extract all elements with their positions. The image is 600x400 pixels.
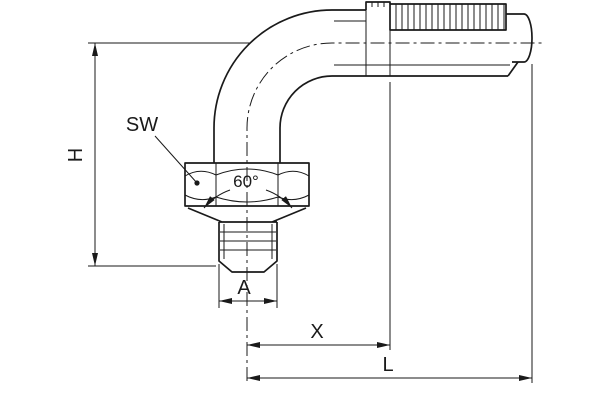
hex-top-chamfer-arcs — [184, 168, 310, 177]
hex-facet-lines — [215, 163, 279, 206]
tail-chamfer — [507, 61, 519, 77]
angle-arc-right — [265, 189, 293, 209]
male-thread-outline — [218, 222, 278, 273]
tube-bore-lines — [334, 20, 510, 66]
label-length-l: L — [382, 354, 393, 376]
label-wrench-sw: SW — [126, 114, 158, 136]
inner-bend-profile — [279, 75, 508, 163]
hex-nut — [184, 162, 310, 207]
dimension-labels: H SW 60° A X L — [65, 114, 394, 376]
collar-notches — [371, 2, 385, 7]
sw-leader-dot — [194, 180, 200, 186]
dimension-lines — [88, 42, 533, 383]
label-height-h: H — [65, 148, 87, 162]
label-thread-a: A — [237, 277, 251, 299]
ferrule-serration-ribs — [395, 4, 505, 30]
collar-edges — [365, 10, 391, 76]
serrated-ferrule-band — [389, 3, 507, 31]
centerline-group — [246, 42, 542, 381]
thread-crest-lines — [220, 231, 276, 251]
h-extension-lines — [88, 42, 250, 267]
sw-leader-line — [154, 135, 198, 184]
label-cone-angle: 60° — [233, 172, 259, 191]
hose-tail-end — [506, 13, 533, 63]
label-x-dim: X — [310, 321, 323, 343]
detail-lines — [184, 2, 510, 259]
fitting-outline — [184, 1, 533, 273]
sealing-cone — [187, 207, 307, 223]
outer-bend-profile — [213, 9, 366, 163]
angle-arc-left — [203, 189, 231, 209]
tube-centerline — [246, 42, 542, 381]
